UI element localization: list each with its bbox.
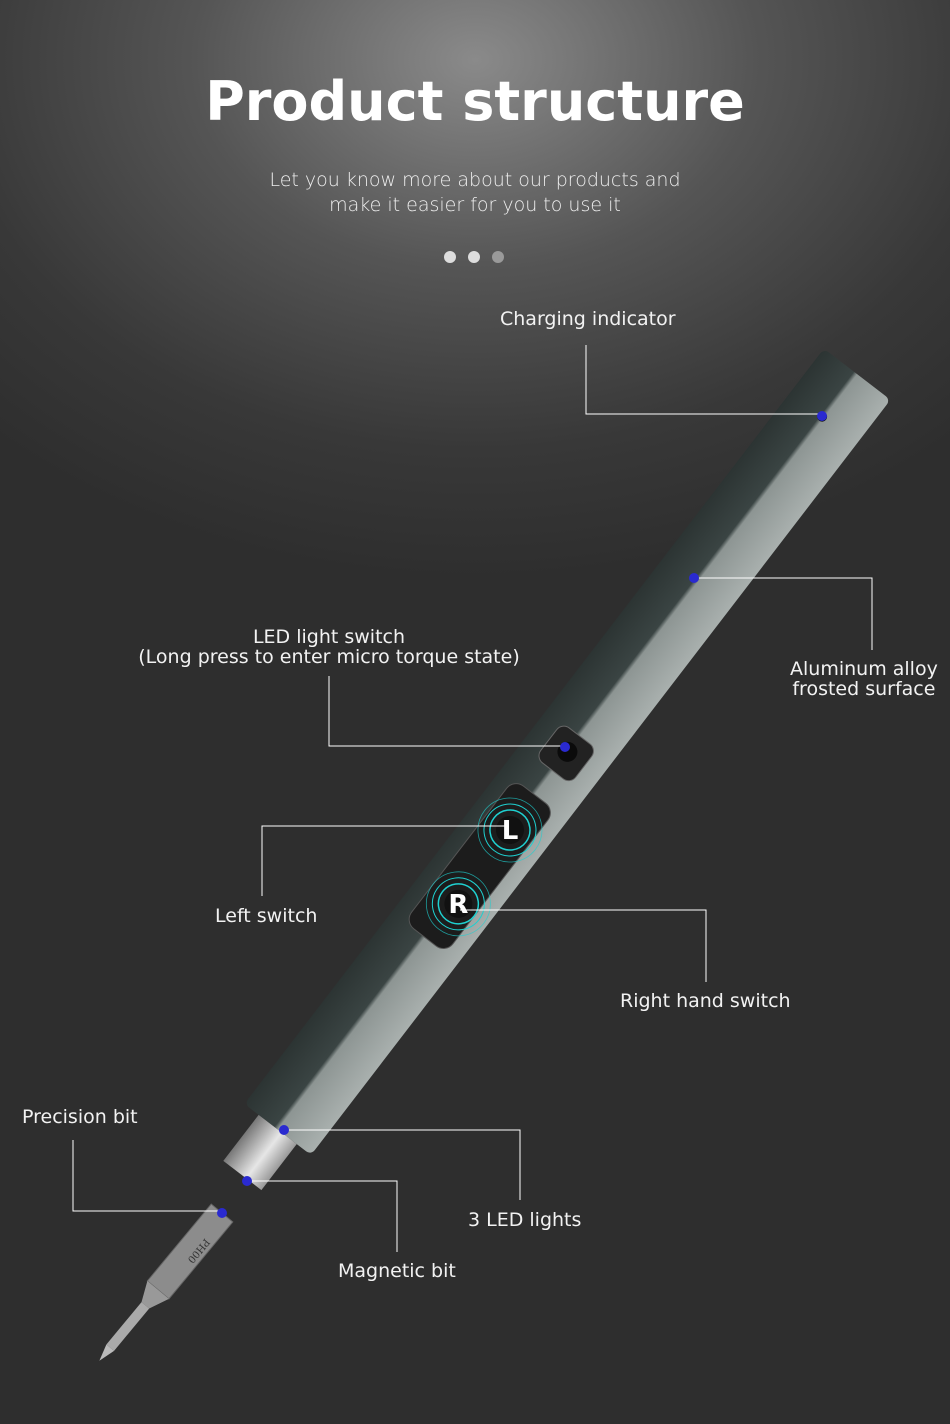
label-led-lights: 3 LED lights <box>468 1209 582 1231</box>
pagination-dot-2[interactable] <box>468 251 480 263</box>
pagination-dots <box>444 251 504 263</box>
svg-text:L: L <box>502 816 519 846</box>
label-magnetic-bit: Magnetic bit <box>338 1260 456 1282</box>
svg-text:R: R <box>448 890 468 920</box>
label-led-switch: LED light switch (Long press to enter mi… <box>138 626 520 668</box>
pen-collar <box>223 1114 297 1191</box>
label-charging-indicator: Charging indicator <box>500 308 676 330</box>
subtitle: Let you know more about our products and… <box>269 169 681 216</box>
page-title: Product structure <box>205 70 745 133</box>
screwdriver-pen: L R <box>223 351 889 1191</box>
pagination-dot-3[interactable] <box>492 251 504 263</box>
precision-bit: PH00 <box>99 1203 234 1361</box>
marker-dots <box>217 411 827 1218</box>
label-aluminum-surface: Aluminum alloy frosted surface <box>790 658 938 700</box>
leader-lines <box>72 345 873 1252</box>
label-right-switch: Right hand switch <box>620 990 791 1012</box>
left-button: L <box>477 797 543 863</box>
pagination-dot-1[interactable] <box>444 251 456 263</box>
label-precision-bit: Precision bit <box>22 1106 138 1128</box>
label-left-switch: Left switch <box>215 905 318 927</box>
right-button: R <box>425 871 491 937</box>
